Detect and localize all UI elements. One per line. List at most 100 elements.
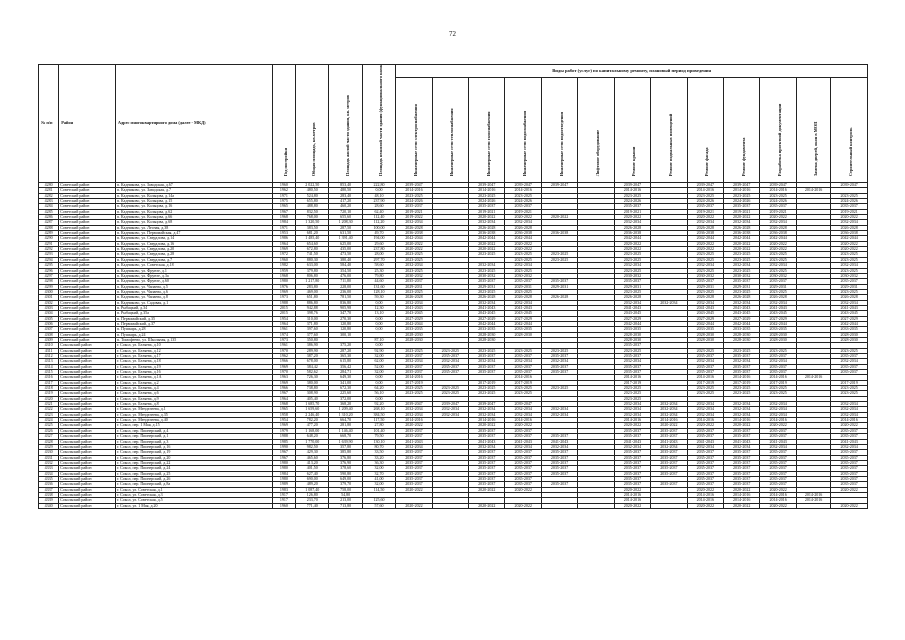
header-work-4: Инженерные сети водоотведения bbox=[540, 77, 579, 183]
cell-no: 4337 bbox=[37, 486, 60, 493]
cell-no: 4297 bbox=[37, 272, 60, 280]
cell-no: 4321 bbox=[37, 401, 60, 408]
cell-living-area: 713,80 bbox=[328, 502, 363, 510]
page-number: 72 bbox=[449, 30, 456, 38]
cell-work-period: 2032-2034 bbox=[830, 219, 868, 226]
cell-no: 4338 bbox=[37, 491, 60, 499]
cell-work-period: 2020-2022 bbox=[830, 240, 868, 248]
cell-nonliving-area: 0,00 bbox=[361, 187, 397, 194]
cell-no: 4314 bbox=[37, 363, 60, 371]
cell-work-period: 2043-2045 bbox=[830, 310, 868, 317]
cell-work-period: 2020-2022 bbox=[613, 502, 652, 510]
cell-nonliving-area: 33,20 bbox=[361, 454, 397, 461]
cell-no: 4301 bbox=[37, 294, 60, 301]
cell-nonliving-area: 112,20 bbox=[361, 219, 397, 226]
cell-no: 4308 bbox=[37, 331, 60, 339]
cell-nonliving-area: 44,60 bbox=[361, 278, 397, 285]
cell-nonliving-area: 194,00 bbox=[361, 235, 397, 242]
cell-no: 4312 bbox=[37, 352, 60, 360]
cell-no: 4293 bbox=[37, 251, 60, 258]
header-year: Год постройки bbox=[271, 64, 297, 183]
cell-work-period: 2032-2034 bbox=[830, 443, 868, 451]
header-work-9: Ремонт фундамента bbox=[722, 77, 761, 183]
cell-work-period: 2035-2037 bbox=[830, 203, 868, 210]
cell-work-period: 2017-2019 bbox=[830, 379, 868, 387]
cell-nonliving-area: 92,90 bbox=[361, 347, 397, 355]
cell-address: г. Сокол, ул. 1 Мая, д.20 bbox=[114, 502, 273, 510]
cell-work-period bbox=[650, 502, 688, 510]
cell-work-period: 2035-2037 bbox=[830, 278, 868, 285]
cell-no: 4309 bbox=[37, 336, 60, 344]
cell-total-area: 771,40 bbox=[295, 502, 330, 510]
cell-nonliving-area: 52,00 bbox=[361, 363, 397, 371]
cell-work-period: 2035-2037 bbox=[830, 352, 868, 360]
cell-work-period: 2020-2022 bbox=[686, 502, 725, 510]
cell-no: 4316 bbox=[37, 374, 60, 381]
cell-work-period: 2020-2022 bbox=[759, 502, 797, 510]
cell-nonliving-area: 0,00 bbox=[361, 374, 397, 381]
cell-nonliving-area: 57,60 bbox=[361, 502, 397, 510]
cell-work-period: 2036-2038 bbox=[830, 230, 868, 237]
cell-nonliving-area: 117,50 bbox=[361, 417, 397, 424]
cell-no: 4284 bbox=[37, 203, 60, 210]
cell-nonliving-area: 237,90 bbox=[361, 197, 397, 205]
header-work-10: Разработка проектной документации bbox=[759, 77, 797, 183]
cell-work-period: 2014-2016 bbox=[795, 491, 832, 499]
cell-no: 4287 bbox=[37, 219, 60, 226]
cell-nonliving-area: 36,30 bbox=[361, 459, 397, 467]
cell-work-period: 2035-2037 bbox=[830, 475, 868, 483]
cell-nonliving-area: 384,50 bbox=[361, 411, 397, 419]
cell-no: 4304 bbox=[37, 310, 60, 317]
cell-work-period: 2023-2025 bbox=[830, 385, 868, 392]
cell-work-period: 2035-2037 bbox=[830, 363, 868, 371]
cell-no: 4334 bbox=[37, 470, 60, 477]
cell-work-period: 2020-2022 bbox=[830, 486, 868, 493]
header-work-2: Инженерные сети газоснабжения bbox=[468, 77, 506, 183]
cell-work-period: 2041-2043 bbox=[830, 304, 868, 312]
header-work-1: Инженерные сети теплоснабжения bbox=[431, 77, 470, 183]
cell-no: 4307 bbox=[37, 326, 60, 333]
cell-no: 4299 bbox=[37, 283, 60, 290]
cell-work-period: 2020-2022 bbox=[395, 502, 433, 510]
cell-work-period bbox=[577, 502, 615, 510]
header-work-7: Ремонт подвальных помещений bbox=[650, 77, 688, 183]
cell-nonliving-area: 130,10 bbox=[361, 438, 397, 445]
cell-nonliving-area: 79,80 bbox=[361, 272, 397, 280]
cell-work-period: 2032-2034 bbox=[830, 401, 868, 408]
header-living-area: Площадь жилой части здания, кв. метров bbox=[328, 64, 363, 183]
cell-nonliving-area: 79,50 bbox=[361, 433, 397, 440]
cell-work-period: 2032-2034 bbox=[830, 411, 868, 419]
header-works-group: Виды работ (услуг) по капитальному ремон… bbox=[395, 64, 868, 78]
cell-nonliving-area: 27,80 bbox=[361, 422, 397, 429]
cell-work-period bbox=[540, 502, 579, 510]
cell-no: 4311 bbox=[37, 347, 60, 355]
cell-nonliving-area: 28,60 bbox=[361, 203, 397, 210]
cell-work-period: 2030-2032 bbox=[830, 272, 868, 280]
cell-work-period: 2014-2016 bbox=[795, 497, 832, 504]
cell-work-period: 2014-2016 bbox=[795, 187, 832, 194]
cell-nonliving-area: 41,00 bbox=[361, 475, 397, 483]
cell-nonliving-area: 87,10 bbox=[361, 336, 397, 344]
cell-district: Сокольский район bbox=[58, 502, 116, 510]
